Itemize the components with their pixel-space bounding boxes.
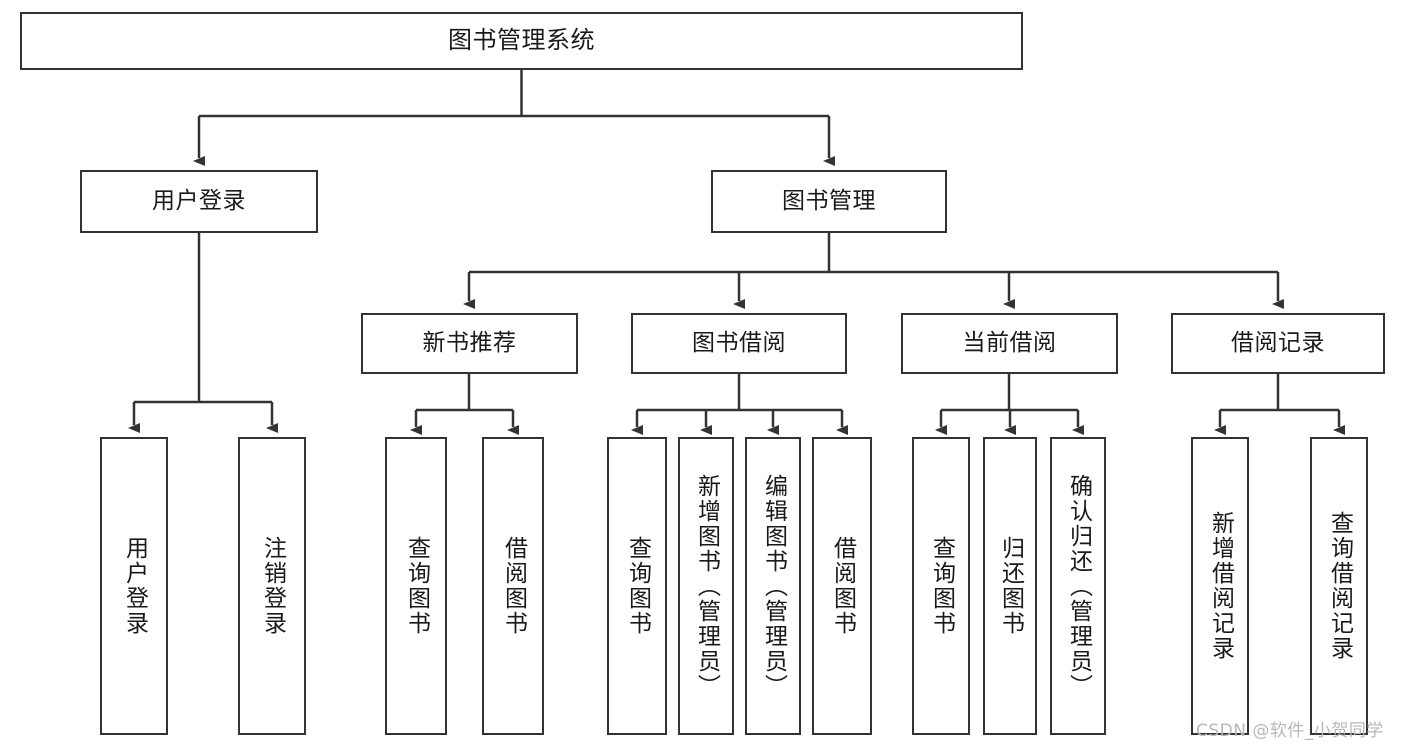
node-user-login[interactable]: 用户登录	[80, 170, 318, 233]
leaf-query-book-2[interactable]: 查询图书	[607, 437, 667, 735]
node-label: 查询借阅记录	[1326, 511, 1353, 661]
node-label: 借阅记录	[1231, 330, 1325, 357]
node-label: 查询图书	[928, 536, 955, 636]
node-new-book-recommend[interactable]: 新书推荐	[361, 313, 578, 374]
csdn-watermark: CSDN @软件_小贺同学	[1196, 721, 1384, 741]
node-label: 新增借阅记录	[1207, 511, 1234, 661]
node-root-system[interactable]: 图书管理系统	[20, 12, 1023, 70]
node-book-borrow[interactable]: 图书借阅	[631, 313, 847, 374]
leaf-return-book[interactable]: 归还图书	[983, 437, 1037, 735]
node-borrow-record[interactable]: 借阅记录	[1171, 313, 1385, 374]
node-label: 新增图书（管理员）	[693, 473, 720, 699]
leaf-query-book-1[interactable]: 查询图书	[385, 437, 447, 735]
node-label: 图书借阅	[692, 330, 786, 357]
node-label: 确认归还（管理员）	[1065, 473, 1092, 699]
leaf-user-login[interactable]: 用户登录	[100, 437, 168, 735]
node-label: 查询图书	[624, 536, 651, 636]
node-label: 注销登录	[259, 536, 286, 636]
node-label: 归还图书	[997, 536, 1024, 636]
leaf-add-book[interactable]: 新增图书（管理员）	[678, 437, 734, 735]
leaf-borrow-book-1[interactable]: 借阅图书	[482, 437, 544, 735]
leaf-logout-login[interactable]: 注销登录	[238, 437, 306, 735]
leaf-confirm-return[interactable]: 确认归还（管理员）	[1050, 437, 1106, 735]
leaf-add-record[interactable]: 新增借阅记录	[1191, 437, 1249, 735]
node-label: 用户登录	[121, 536, 148, 636]
node-label: 当前借阅	[962, 330, 1057, 357]
leaf-edit-book[interactable]: 编辑图书（管理员）	[745, 437, 801, 735]
node-label: 借阅图书	[500, 536, 527, 636]
node-book-manage[interactable]: 图书管理	[711, 170, 947, 233]
node-current-borrow[interactable]: 当前借阅	[901, 313, 1118, 374]
node-label: 用户登录	[152, 188, 246, 215]
leaf-query-book-3[interactable]: 查询图书	[912, 437, 970, 735]
leaf-borrow-book-2[interactable]: 借阅图书	[812, 437, 872, 735]
node-label: 新书推荐	[422, 330, 517, 357]
node-label: 编辑图书（管理员）	[760, 473, 787, 699]
node-label: 借阅图书	[829, 536, 856, 636]
node-label: 图书管理系统	[448, 26, 595, 55]
leaf-query-record[interactable]: 查询借阅记录	[1310, 437, 1368, 735]
node-label: 查询图书	[403, 536, 430, 636]
node-label: 图书管理	[782, 188, 876, 215]
